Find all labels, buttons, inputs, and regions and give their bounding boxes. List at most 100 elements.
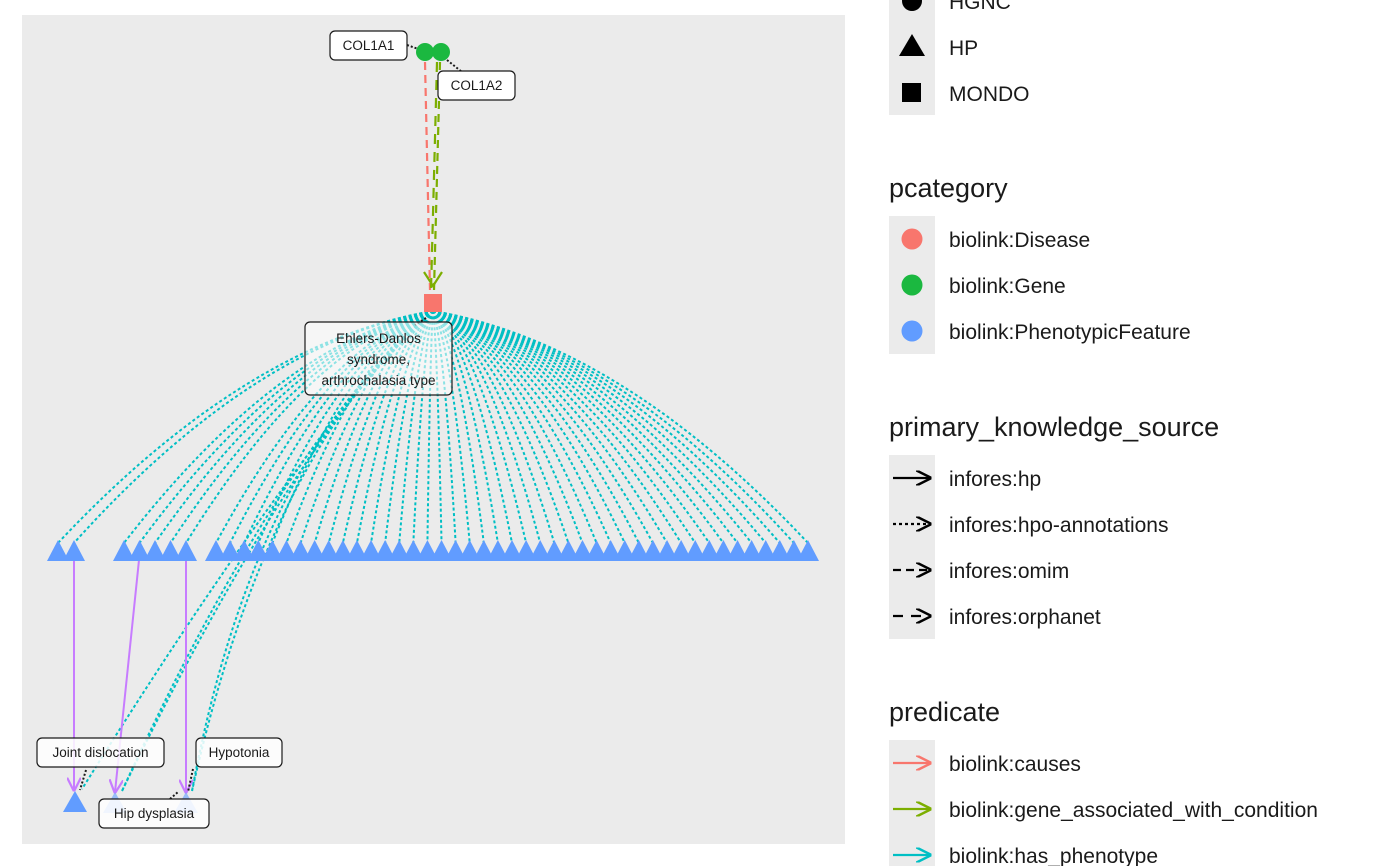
has-phenotype-edge: [432, 310, 598, 544]
legend-predicate: predicate biolink:causes biolink:gene_as…: [889, 697, 1318, 866]
label-joint-dislocation: Joint dislocation: [36, 737, 165, 768]
has-phenotype-edge: [432, 310, 668, 544]
legend-circle-icon: [902, 0, 922, 11]
has-phenotype-edge: [432, 310, 626, 544]
label-joint-dislocation-text: Joint dislocation: [52, 745, 148, 760]
phenotype-node-icon: [63, 791, 87, 812]
phenotype-node-icon: [627, 540, 650, 561]
legend-id-prefix: HGNC HP MONDO: [889, 0, 1030, 115]
nodes-layer: [47, 43, 819, 813]
legend-gene-dot-icon: [901, 274, 923, 296]
has-phenotype-edge: [123, 310, 434, 544]
legend-predicate-label-0: biolink:causes: [949, 753, 1081, 776]
label-hypotonia: Hypotonia: [195, 737, 283, 768]
gene-node-icon: [416, 43, 434, 61]
phenotype-node-icon: [599, 540, 622, 561]
phenotype-node-icon: [128, 540, 151, 561]
phenotype-node-icon: [472, 540, 495, 561]
legend-pcategory: pcategory biolink:Disease biolink:Gene b…: [889, 173, 1191, 354]
phenotype-node-icon: [684, 540, 707, 561]
phenotype-node-icon: [219, 540, 242, 561]
legend-phenotype-dot-icon: [901, 320, 923, 342]
label-hip-dysplasia-text: Hip dysplasia: [114, 806, 195, 821]
legend-knowledge-source-title: primary_knowledge_source: [889, 412, 1219, 442]
phenotype-node-icon: [331, 540, 354, 561]
phenotype-node-icon: [113, 540, 135, 561]
legend-ks-label-1: infores:hpo-annotations: [949, 514, 1169, 537]
has-phenotype-edge: [432, 310, 781, 544]
has-phenotype-edge: [432, 310, 809, 544]
phenotype-node-icon: [175, 540, 197, 561]
phenotype-node-icon: [317, 540, 340, 561]
phenotype-node-icon: [712, 540, 735, 561]
phenotype-node-icon: [670, 540, 693, 561]
has-phenotype-edge: [432, 310, 570, 544]
legend-id-prefix-label-1: HP: [949, 37, 978, 60]
legend-square-icon: [902, 83, 921, 102]
legend-predicate-title: predicate: [889, 697, 1000, 727]
phenotype-node-icon: [275, 540, 298, 561]
has-phenotype-edge: [191, 310, 434, 792]
legend-triangle-icon: [899, 34, 925, 56]
label-leader-line: [446, 59, 463, 73]
phenotype-node-icon: [261, 540, 284, 561]
phenotype-node-icon: [345, 540, 368, 561]
disease-node-icon: [424, 294, 442, 312]
phenotype-node-icon: [416, 540, 439, 561]
legend-ks-label-2: infores:omim: [949, 560, 1069, 583]
phenotype-node-icon: [698, 540, 721, 561]
phenotype-node-icon: [543, 540, 566, 561]
phenotype-node-icon: [726, 540, 749, 561]
phenotype-node-icon: [360, 540, 383, 561]
has-phenotype-edge: [432, 310, 612, 544]
label-col1a1: COL1A1: [329, 30, 408, 61]
phenotype-node-icon: [444, 540, 467, 561]
phenotype-node-icon: [515, 540, 538, 561]
phenotype-node-icon: [458, 540, 481, 561]
phenotype-node-icon: [374, 540, 397, 561]
phenotype-node-icon: [233, 540, 256, 561]
label-hypotonia-text: Hypotonia: [209, 745, 270, 760]
phenotype-node-icon: [656, 540, 679, 561]
legend-id-prefix-label-0: HGNC: [949, 0, 1011, 14]
phenotype-node-icon: [797, 540, 819, 561]
phenotype-node-icon: [159, 540, 182, 561]
phenotype-node-icon: [205, 540, 227, 561]
legend-ks-label-0: infores:hp: [949, 468, 1041, 491]
has-phenotype-edge: [432, 310, 739, 544]
legend-disease-dot-icon: [901, 228, 923, 250]
legend-pcategory-label-2: biolink:PhenotypicFeature: [949, 321, 1191, 344]
legend-predicate-label-2: biolink:has_phenotype: [949, 845, 1158, 866]
label-col1a1-text: COL1A1: [343, 38, 395, 53]
phenotype-node-icon: [571, 540, 594, 561]
legend-ks-label-3: infores:orphanet: [949, 606, 1101, 629]
phenotype-node-icon: [430, 540, 453, 561]
phenotype-node-icon: [303, 540, 326, 561]
label-disease-line1: Ehlers-Danlos: [336, 331, 421, 346]
phenotype-node-icon: [402, 540, 425, 561]
phenotype-node-icon: [388, 540, 411, 561]
phenotype-node-icon: [740, 540, 763, 561]
phenotype-node-icon: [47, 540, 69, 561]
phenotype-node-icon: [63, 540, 85, 561]
phenotype-node-icon: [144, 540, 166, 561]
gene-association-arrowhead: [423, 271, 443, 289]
has-phenotype-edge: [432, 310, 528, 544]
legend-predicate-label-1: biolink:gene_associated_with_condition: [949, 799, 1318, 822]
gene-association-edge: [429, 61, 439, 291]
has-phenotype-edge: [432, 310, 584, 544]
phenotype-node-icon: [557, 540, 580, 561]
label-leader-line: [169, 791, 179, 800]
phenotype-node-icon: [289, 540, 312, 561]
phenotype-node-icon: [768, 540, 791, 561]
phenotype-node-icon: [782, 540, 805, 561]
phenotype-node-icon: [501, 540, 523, 561]
phenotype-node-icon: [585, 540, 608, 561]
label-col1a2-text: COL1A2: [451, 78, 503, 93]
plot-panel: [22, 15, 845, 844]
label-hip-dysplasia: Hip dysplasia: [98, 798, 210, 829]
phenotype-node-icon: [641, 540, 664, 561]
legend-pcategory-title: pcategory: [889, 173, 1008, 203]
phenotype-node-icon: [613, 540, 636, 561]
